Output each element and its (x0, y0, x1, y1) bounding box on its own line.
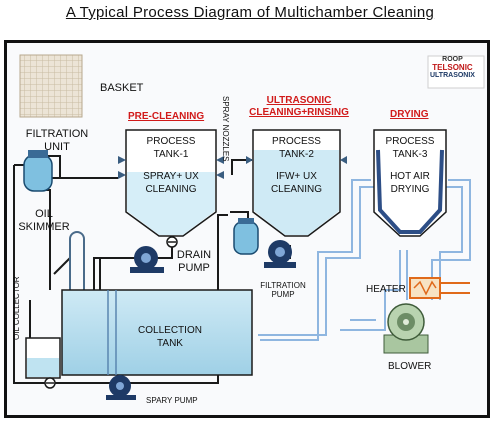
label-oil-collector: OIL COLLECTOR (12, 276, 21, 340)
collection-tank (61, 289, 253, 376)
basket-grid (19, 54, 83, 118)
page-title: A Typical Process Diagram of Multichambe… (65, 4, 435, 21)
label-spray-nozzles: SPRAY NOZZLES (221, 96, 230, 162)
spray-nozzle (216, 171, 224, 179)
spray-nozzle (118, 156, 126, 164)
heater (409, 277, 470, 299)
filtration-pump (233, 218, 296, 268)
blower (383, 303, 429, 354)
label-basket: BASKET (100, 82, 144, 94)
spray-nozzle (216, 156, 224, 164)
spray-pump (44, 375, 136, 400)
spray-nozzle (118, 171, 126, 179)
label-pre-cleaning: PRE-CLEANING (128, 111, 205, 122)
logo-line1: ROOP (442, 56, 463, 63)
drain-pump (130, 236, 178, 273)
label-spray-pump: SPARY PUMP (146, 396, 198, 405)
label-drying: DRYING (390, 109, 429, 120)
logo: ROOP TELSONIC ULTRASONIX (430, 56, 475, 80)
process-tank-3 (373, 129, 447, 237)
logo-line2: TELSONIC (432, 63, 473, 72)
air-ducts (258, 179, 471, 341)
label-heater: HEATER (366, 284, 406, 295)
label-blower: BLOWER (388, 361, 432, 372)
logo-line3: ULTRASONIX (430, 72, 475, 79)
filtration-unit (23, 150, 53, 192)
